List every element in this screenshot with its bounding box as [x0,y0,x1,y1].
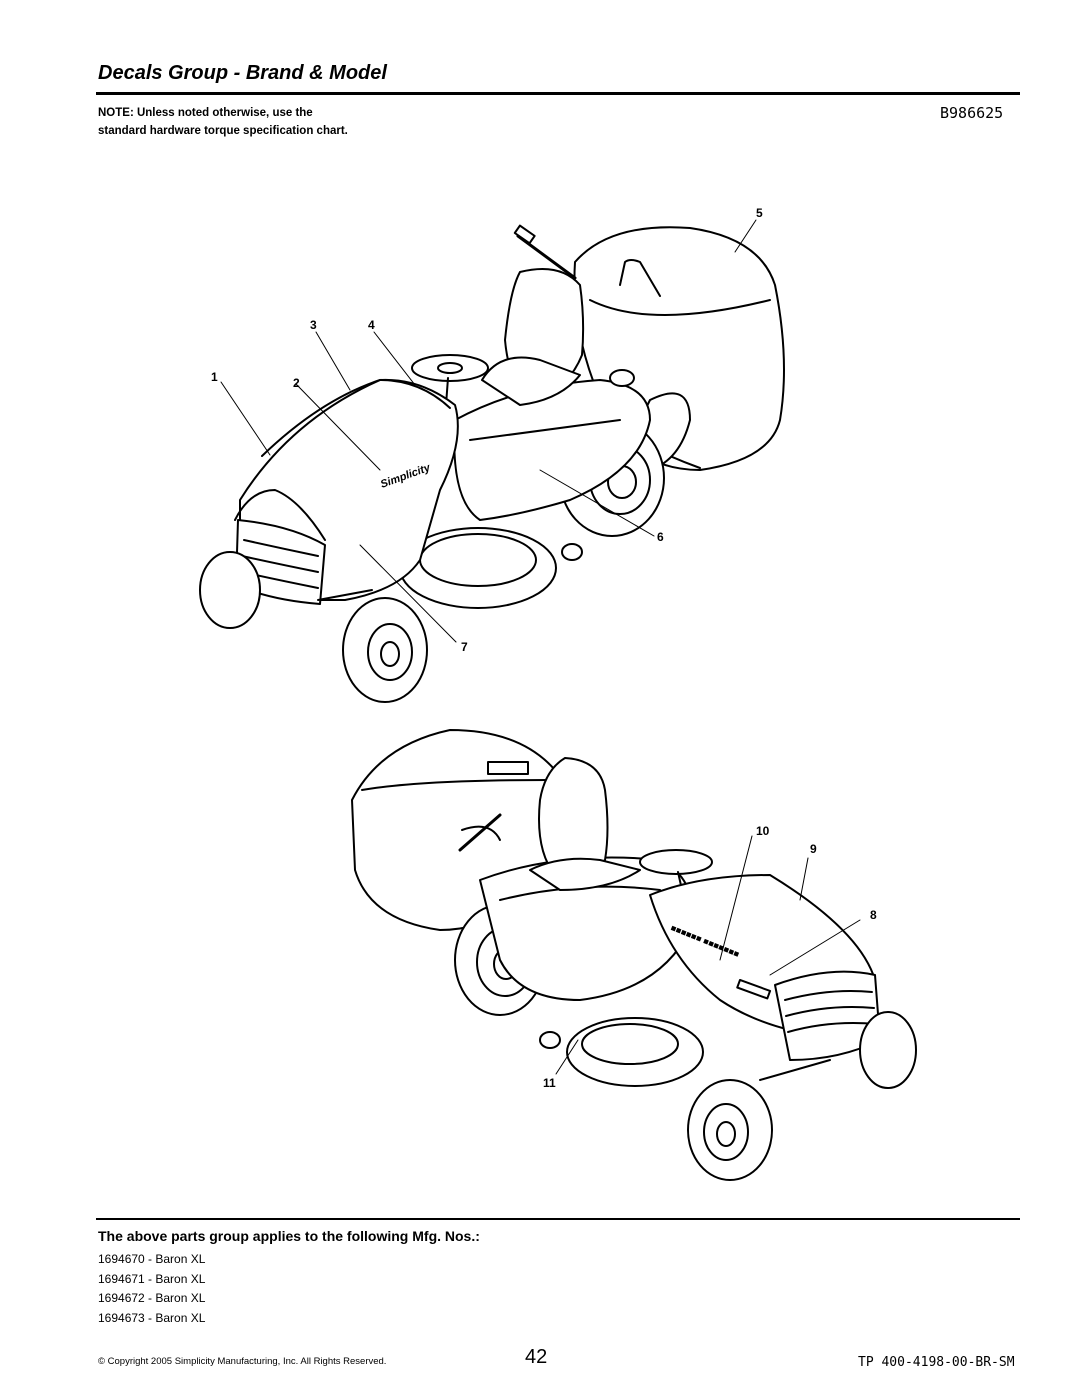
model-item: 1694673 - Baron XL [98,1310,206,1325]
diagram-code: B986625 [940,104,1004,122]
model-item: 1694671 - Baron XL [98,1271,206,1286]
callout-4: 4 [368,318,375,332]
callout-1: 1 [211,370,218,384]
applies-heading: The above parts group applies to the fol… [98,1228,480,1244]
page-number: 42 [525,1346,548,1368]
document-number: TP 400-4198-00-BR-SM [858,1355,1015,1370]
callout-2: 2 [293,376,300,390]
page-title: Decals Group - Brand & Model [98,62,387,84]
callout-8: 8 [870,908,877,922]
lower-tractor-drawing: ■■■■■■ ■■■■■■■ [351,729,917,1181]
footer-copyright: © Copyright 2005 Simplicity Manufacturin… [98,1356,387,1367]
callout-9: 9 [810,842,817,856]
upper-tractor-drawing: Simplicity [199,224,785,703]
model-list: 1694670 - Baron XL 1694671 - Baron XL 16… [98,1250,205,1328]
callout-6: 6 [657,530,664,544]
upper-leader-lines [220,219,757,643]
callout-3: 3 [310,318,317,332]
callout-11: 11 [543,1076,556,1090]
callout-5: 5 [756,206,763,220]
callout-10: 10 [756,824,770,838]
torque-note: NOTE: Unless noted otherwise, use the st… [98,107,348,137]
callout-7: 7 [461,640,468,654]
header-rule [96,92,1020,95]
lower-leader-lines [555,835,861,1075]
applies-rule [96,1218,1020,1220]
model-item: 1694670 - Baron XL [98,1252,206,1266]
model-item: 1694672 - Baron XL [98,1291,206,1305]
